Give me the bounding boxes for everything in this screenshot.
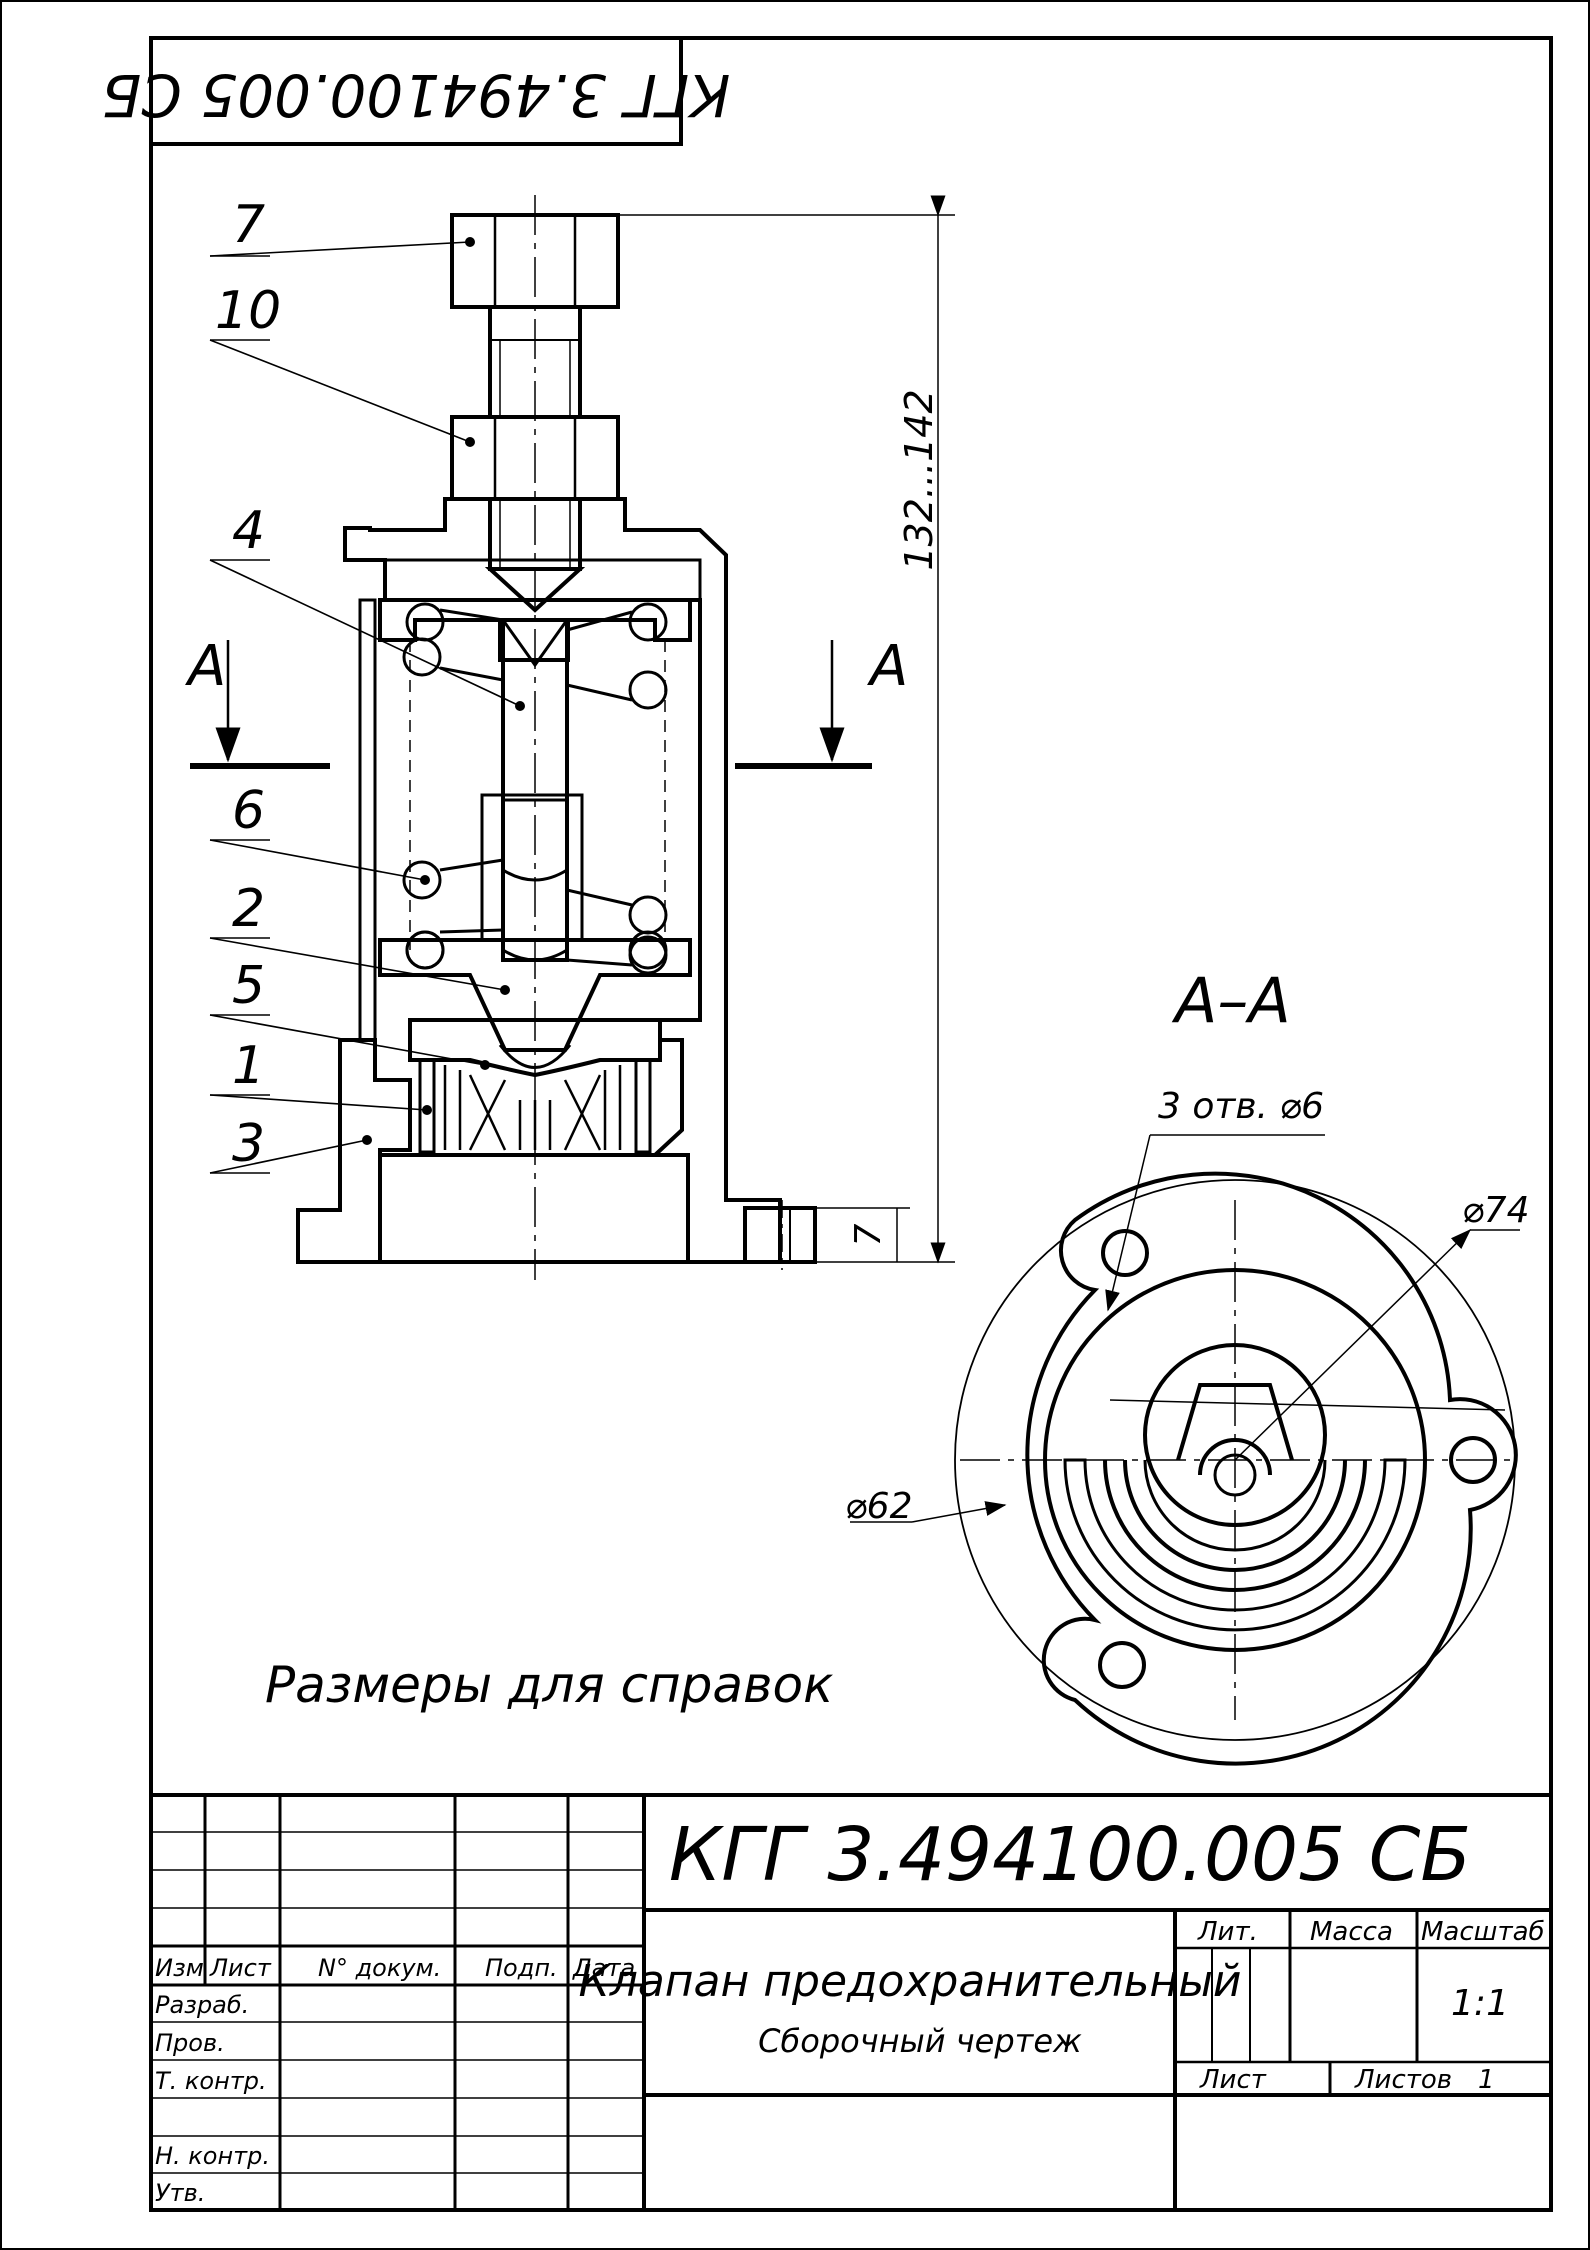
leaders — [209, 241, 521, 1174]
section-aa-view: А–А 3 отв. ⌀6 ⌀74 ⌀62 — [845, 964, 1529, 1766]
label-part-5: 5 — [232, 956, 265, 1016]
tb-row-tcontr: Т. контр. — [155, 2067, 267, 2095]
tb-doc-code: КГГ 3.494100.005 СБ — [669, 1812, 1471, 1898]
label-part-4: 4 — [232, 501, 265, 561]
label-part-1: 1 — [232, 1036, 265, 1096]
tb-lit: Лит. — [1197, 1917, 1258, 1947]
rotated-code-stamp: КГГ 3.494100.005 СБ — [102, 36, 731, 146]
tb-sheet: Лист — [1199, 2065, 1267, 2095]
label-dia-74: ⌀74 — [1462, 1190, 1529, 1231]
tb-row-chk: Пров. — [155, 2029, 225, 2057]
tb-mass: Масса — [1310, 1917, 1393, 1947]
tb-col-sign: Подп. — [485, 1954, 558, 1982]
drawing-frame — [149, 36, 1553, 2212]
tb-sheets: Листов — [1354, 2065, 1452, 2095]
label-dia-62: ⌀62 — [845, 1486, 912, 1527]
title-block: Изм Лист N° докум. Подп. Дата Разраб. Пр… — [151, 1793, 1551, 2210]
label-holes: 3 отв. ⌀6 — [1158, 1086, 1324, 1127]
tb-doc-type: Сборочный чертеж — [758, 2022, 1082, 2060]
tb-row-dev: Разраб. — [155, 1991, 249, 2019]
tb-col-date: Дата — [572, 1954, 635, 1982]
part-1-seat — [418, 1058, 436, 1154]
stamp-code-text: КГГ 3.494100.005 СБ — [102, 61, 731, 129]
label-part-7: 7 — [232, 195, 265, 255]
tb-col-list: Лист — [209, 1954, 272, 1982]
dim-base-text: 7 — [848, 1223, 889, 1246]
tb-col-doc: N° докум. — [318, 1954, 441, 1982]
section-aa-title: А–А — [1171, 964, 1291, 1037]
label-part-3: 3 — [232, 1114, 265, 1174]
note-reference-dims: Размеры для справок — [265, 1656, 833, 1714]
label-part-6: 6 — [232, 781, 265, 841]
tb-sheets-count: 1 — [1478, 2065, 1495, 2095]
tb-scale-header: Масштаб — [1421, 1917, 1545, 1947]
section-letter-right: А — [867, 634, 908, 699]
valve-section-view: А А 132...142 7 7 10 4 6 2 — [185, 195, 955, 1280]
flange-outline — [1025, 1171, 1518, 1766]
label-part-2: 2 — [232, 879, 265, 939]
dim-height-text: 132...142 — [897, 389, 941, 570]
label-part-10: 10 — [215, 281, 281, 341]
tb-scale-value: 1:1 — [1451, 1983, 1509, 2024]
hole-1 — [1101, 1229, 1149, 1277]
section-letter-left: А — [185, 634, 226, 699]
tb-col-izm: Изм — [155, 1954, 204, 1982]
tb-product-name: Клапан предохранительный — [578, 1956, 1241, 2007]
tb-row-appr: Утв. — [155, 2179, 205, 2207]
tb-row-ncontr: Н. контр. — [155, 2142, 270, 2170]
hole-3 — [1098, 1641, 1146, 1689]
